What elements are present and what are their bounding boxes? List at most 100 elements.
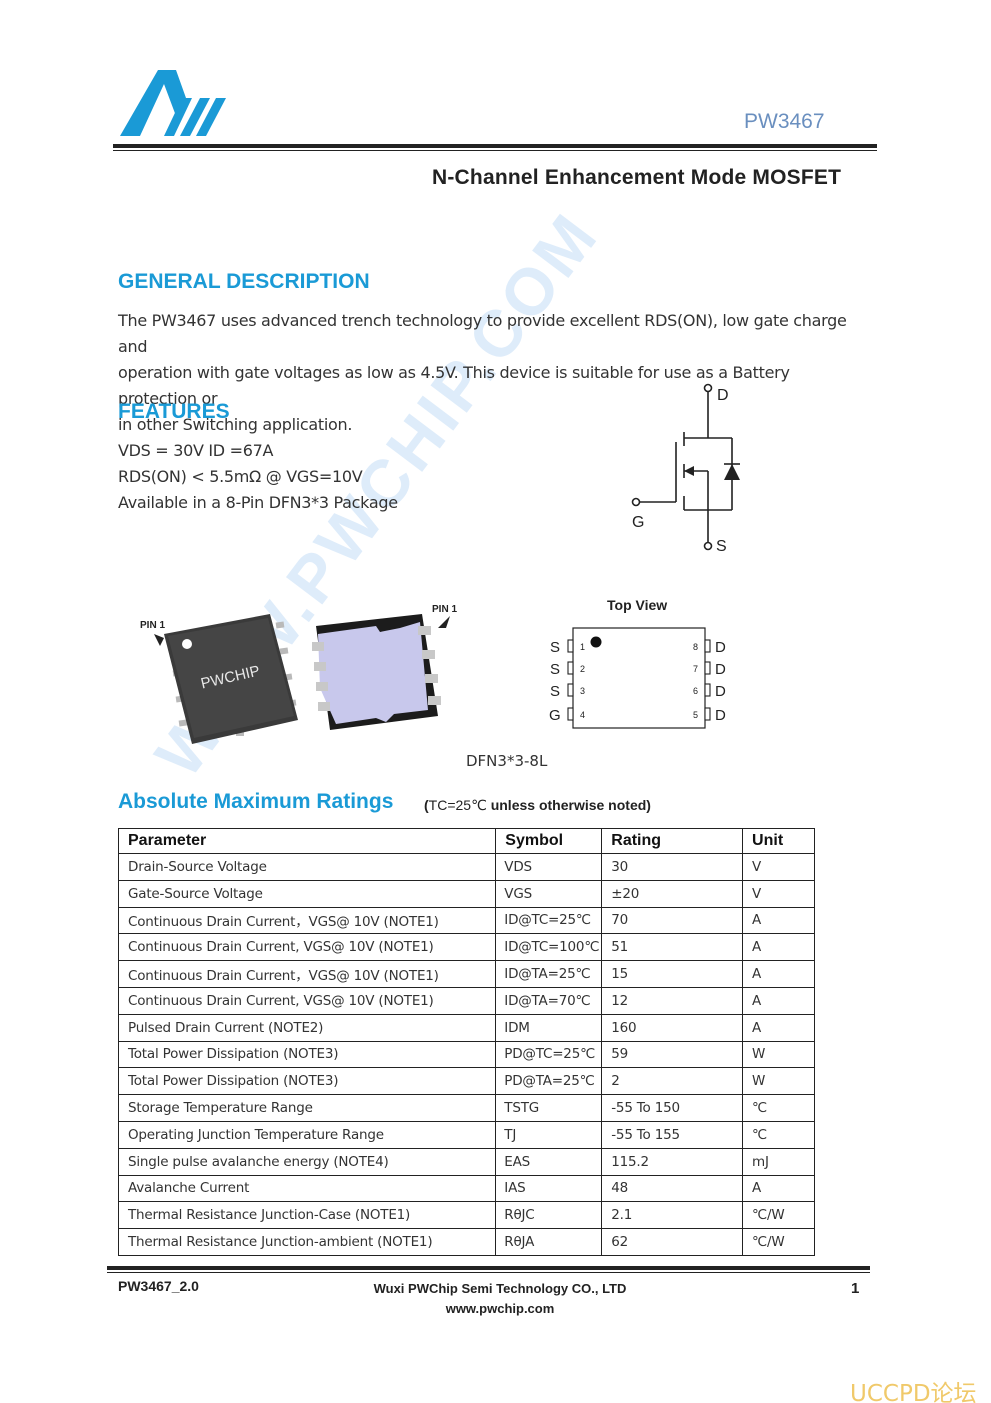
symbol-cell: RθJC	[495, 1201, 603, 1230]
header-rule-thin	[113, 150, 877, 151]
unit-cell: ℃	[742, 1120, 815, 1149]
schematic-source-label: S	[716, 538, 727, 555]
table-row: Total Power Dissipation (NOTE3)PD@TC=25℃…	[117, 1040, 815, 1069]
general-description-text: The PW3467 uses advanced trench technolo…	[118, 308, 866, 438]
param-cell: Storage Temperature Range	[117, 1094, 497, 1122]
symbol-cell: VGS	[495, 879, 603, 908]
param-cell: Operating Junction Temperature Range	[117, 1120, 497, 1149]
unit-cell: A	[742, 933, 815, 962]
table-row: Thermal Resistance Junction-ambient (NOT…	[117, 1228, 815, 1256]
column-header-parameter: Parameter	[117, 828, 497, 854]
symbol-cell: ID@TA=25℃	[495, 960, 603, 988]
param-cell: Total Power Dissipation (NOTE3)	[117, 1040, 497, 1069]
rating-cell: 70	[601, 906, 744, 935]
unit-cell: A	[742, 986, 815, 1015]
table-row: Continuous Drain Current，VGS@ 10V (NOTE1…	[117, 906, 815, 935]
rating-cell: 59	[601, 1040, 744, 1069]
pin-name-left: G	[549, 707, 561, 724]
symbol-cell: TSTG	[495, 1094, 603, 1122]
symbol-cell: IAS	[495, 1174, 603, 1203]
table-row: Single pulse avalanche energy (NOTE4)EAS…	[117, 1147, 815, 1176]
param-cell: Thermal Resistance Junction-ambient (NOT…	[117, 1228, 497, 1256]
unit-cell: W	[742, 1040, 815, 1069]
pin-number-right: 5	[693, 710, 698, 720]
pin-name-right: D	[715, 707, 726, 724]
package-back-image: PIN 1	[312, 604, 457, 730]
company-logo	[120, 70, 226, 136]
symbol-cell: EAS	[495, 1147, 603, 1176]
mosfet-symbol: D G S	[631, 383, 740, 555]
pin-number-left: 2	[580, 664, 585, 674]
pin-number-right: 6	[693, 686, 698, 696]
package-front-image: PIN 1 PWCHIP	[140, 614, 298, 744]
rating-cell: 12	[601, 986, 744, 1015]
ratings-heading: Absolute Maximum Ratings	[118, 790, 394, 813]
ratings-table: Parameter Symbol Rating Unit Drain-Sourc…	[117, 828, 815, 1256]
param-cell: Continuous Drain Current，VGS@ 10V (NOTE1…	[117, 960, 497, 988]
table-row: Total Power Dissipation (NOTE3)PD@TA=25℃…	[117, 1067, 815, 1096]
top-view-title: Top View	[607, 597, 667, 613]
param-cell: Continuous Drain Current，VGS@ 10V (NOTE1…	[117, 906, 497, 935]
rating-cell: 48	[601, 1174, 744, 1203]
rating-cell: 30	[601, 853, 744, 881]
column-header-rating: Rating	[601, 828, 744, 854]
pin-name-right: D	[715, 683, 726, 700]
unit-cell: ℃	[742, 1094, 815, 1122]
unit-cell: A	[742, 1013, 815, 1042]
pin-number-left: 3	[580, 686, 585, 696]
param-cell: Continuous Drain Current, VGS@ 10V (NOTE…	[117, 933, 497, 962]
schematic-drain-label: D	[717, 387, 729, 404]
footer-company-name: Wuxi PWChip Semi Technology CO., LTD	[373, 1281, 627, 1296]
symbol-cell: ID@TC=25℃	[495, 906, 603, 935]
header-part-number: PW3467	[744, 110, 825, 133]
pin-name-left: S	[550, 683, 560, 700]
header-rule	[113, 144, 877, 148]
symbol-cell: VDS	[495, 853, 603, 881]
pin-name-left: S	[550, 661, 560, 678]
table-row: Thermal Resistance Junction-Case (NOTE1)…	[117, 1201, 815, 1230]
ratings-header-row: Parameter Symbol Rating Unit	[117, 828, 815, 854]
pinout-top-view: Top View S S S G 1 2 3 4 8 7 6 5 D D D D	[549, 597, 726, 729]
footer-document-id: PW3467_2.0	[118, 1278, 199, 1294]
pin1-label-front: PIN 1	[140, 620, 165, 631]
rating-cell: 2	[601, 1067, 744, 1096]
rating-cell: ±20	[601, 879, 744, 908]
footer-rule-thin	[107, 1272, 870, 1273]
footer-page-number: 1	[851, 1280, 860, 1297]
param-cell: Pulsed Drain Current (NOTE2)	[117, 1013, 497, 1042]
symbol-cell: PD@TA=25℃	[495, 1067, 603, 1096]
unit-cell: V	[742, 879, 815, 908]
features-list: VDS = 30V ID =67A RDS(ON) < 5.5mΩ @ VGS=…	[118, 438, 398, 516]
unit-cell: A	[742, 960, 815, 988]
document-title: N-Channel Enhancement Mode MOSFET	[432, 166, 842, 189]
symbol-cell: ID@TA=70℃	[495, 986, 603, 1015]
param-cell: Gate-Source Voltage	[117, 879, 497, 908]
rating-cell: 115.2	[601, 1147, 744, 1176]
pin1-label-back: PIN 1	[432, 604, 457, 615]
schematic-gate-label: G	[632, 514, 644, 531]
pin-number-left: 4	[580, 710, 585, 720]
description-line: The PW3467 uses advanced trench technolo…	[118, 311, 847, 356]
package-caption: DFN3*3-8L	[466, 752, 548, 770]
table-row: Continuous Drain Current，VGS@ 10V (NOTE1…	[117, 960, 815, 988]
param-cell: Avalanche Current	[117, 1174, 497, 1203]
description-line: operation with gate voltages as low as 4…	[118, 363, 790, 408]
pin-number-left: 1	[580, 642, 585, 652]
unit-cell: A	[742, 906, 815, 935]
rating-cell: 15	[601, 960, 744, 988]
pin-name-right: D	[715, 661, 726, 678]
unit-cell: ℃/W	[742, 1228, 815, 1256]
pin-name-left: S	[550, 639, 560, 656]
table-row: Continuous Drain Current, VGS@ 10V (NOTE…	[117, 986, 815, 1015]
symbol-cell: TJ	[495, 1120, 603, 1149]
unit-cell: W	[742, 1067, 815, 1096]
feature-item: Available in a 8-Pin DFN3*3 Package	[118, 493, 398, 512]
param-cell: Thermal Resistance Junction-Case (NOTE1)	[117, 1201, 497, 1230]
features-heading: FEATURES	[118, 400, 230, 423]
ratings-note-condition: TC=25℃	[428, 797, 487, 813]
